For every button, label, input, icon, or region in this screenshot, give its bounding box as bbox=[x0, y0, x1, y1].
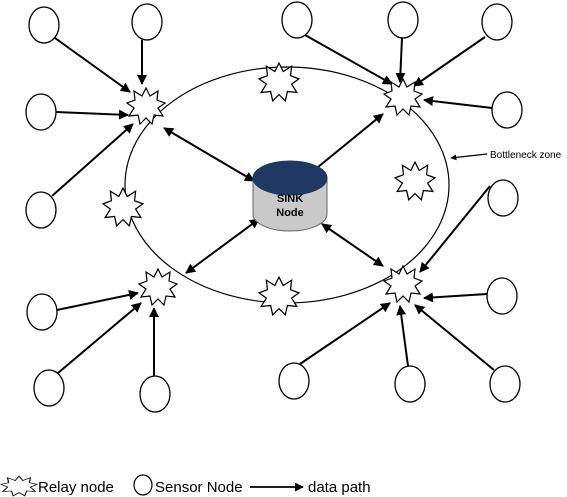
data-path-arrow bbox=[414, 304, 495, 371]
sensor-node bbox=[489, 365, 521, 403]
sensor-nodes bbox=[25, 1, 523, 413]
sensor-node bbox=[487, 179, 519, 217]
data-path-arrow bbox=[57, 302, 142, 374]
sensor-node bbox=[25, 191, 57, 229]
data-path-arrow bbox=[299, 302, 391, 365]
legend-sensor-icon bbox=[133, 474, 153, 496]
data-path-arrow bbox=[395, 37, 406, 83]
sensor-node bbox=[387, 1, 419, 39]
data-path-arrow bbox=[55, 109, 129, 120]
data-path-arrow bbox=[304, 34, 393, 85]
relay-node bbox=[102, 187, 144, 227]
data-path-arrow bbox=[56, 289, 139, 311]
sensor-node bbox=[486, 277, 518, 315]
data-path-arrow bbox=[419, 185, 491, 273]
relay-node bbox=[258, 62, 300, 102]
legend: Relay node Sensor Node data path bbox=[0, 474, 371, 497]
data-path-arrow bbox=[423, 292, 488, 303]
data-path-arrow bbox=[54, 37, 131, 93]
sensor-node bbox=[26, 293, 58, 331]
legend-sensor-label: Sensor Node bbox=[155, 479, 243, 496]
relay-node bbox=[126, 87, 166, 125]
sensor-node bbox=[278, 362, 310, 400]
relay-node bbox=[383, 265, 423, 303]
relay-node bbox=[138, 268, 178, 306]
data-paths bbox=[51, 34, 495, 376]
data-path-arrow bbox=[396, 305, 409, 367]
relay-node bbox=[394, 161, 436, 201]
relay-sink-link bbox=[306, 113, 384, 177]
legend-relay-label: Relay node bbox=[38, 479, 114, 496]
relay-sink-link bbox=[321, 223, 384, 267]
data-path-arrow bbox=[413, 36, 486, 87]
data-path-arrow bbox=[51, 123, 134, 197]
data-path-arrow bbox=[423, 96, 493, 109]
legend-relay-icon bbox=[0, 475, 38, 497]
relay-node bbox=[258, 276, 300, 316]
legend-path-label: data path bbox=[308, 479, 371, 496]
sensor-node bbox=[33, 369, 65, 407]
sensor-node bbox=[25, 93, 57, 131]
relay-sink-link bbox=[163, 127, 255, 182]
sensor-node bbox=[394, 365, 426, 403]
sensor-node bbox=[139, 375, 171, 413]
sink-top bbox=[252, 160, 328, 196]
bottleneck-zone-label: Bottleneck zone bbox=[490, 150, 562, 161]
sink-label-line2: Node bbox=[276, 207, 304, 219]
sensor-node bbox=[131, 3, 163, 41]
sensor-node bbox=[28, 6, 60, 44]
relay-sink-link bbox=[185, 218, 260, 274]
sink-label-line1: SINK bbox=[277, 193, 303, 205]
sink-node: SINK Node bbox=[252, 160, 328, 232]
zone-pointer-arrow bbox=[450, 153, 488, 161]
sensor-node bbox=[481, 3, 513, 41]
sensor-node bbox=[491, 91, 523, 129]
sensor-node bbox=[281, 1, 313, 39]
